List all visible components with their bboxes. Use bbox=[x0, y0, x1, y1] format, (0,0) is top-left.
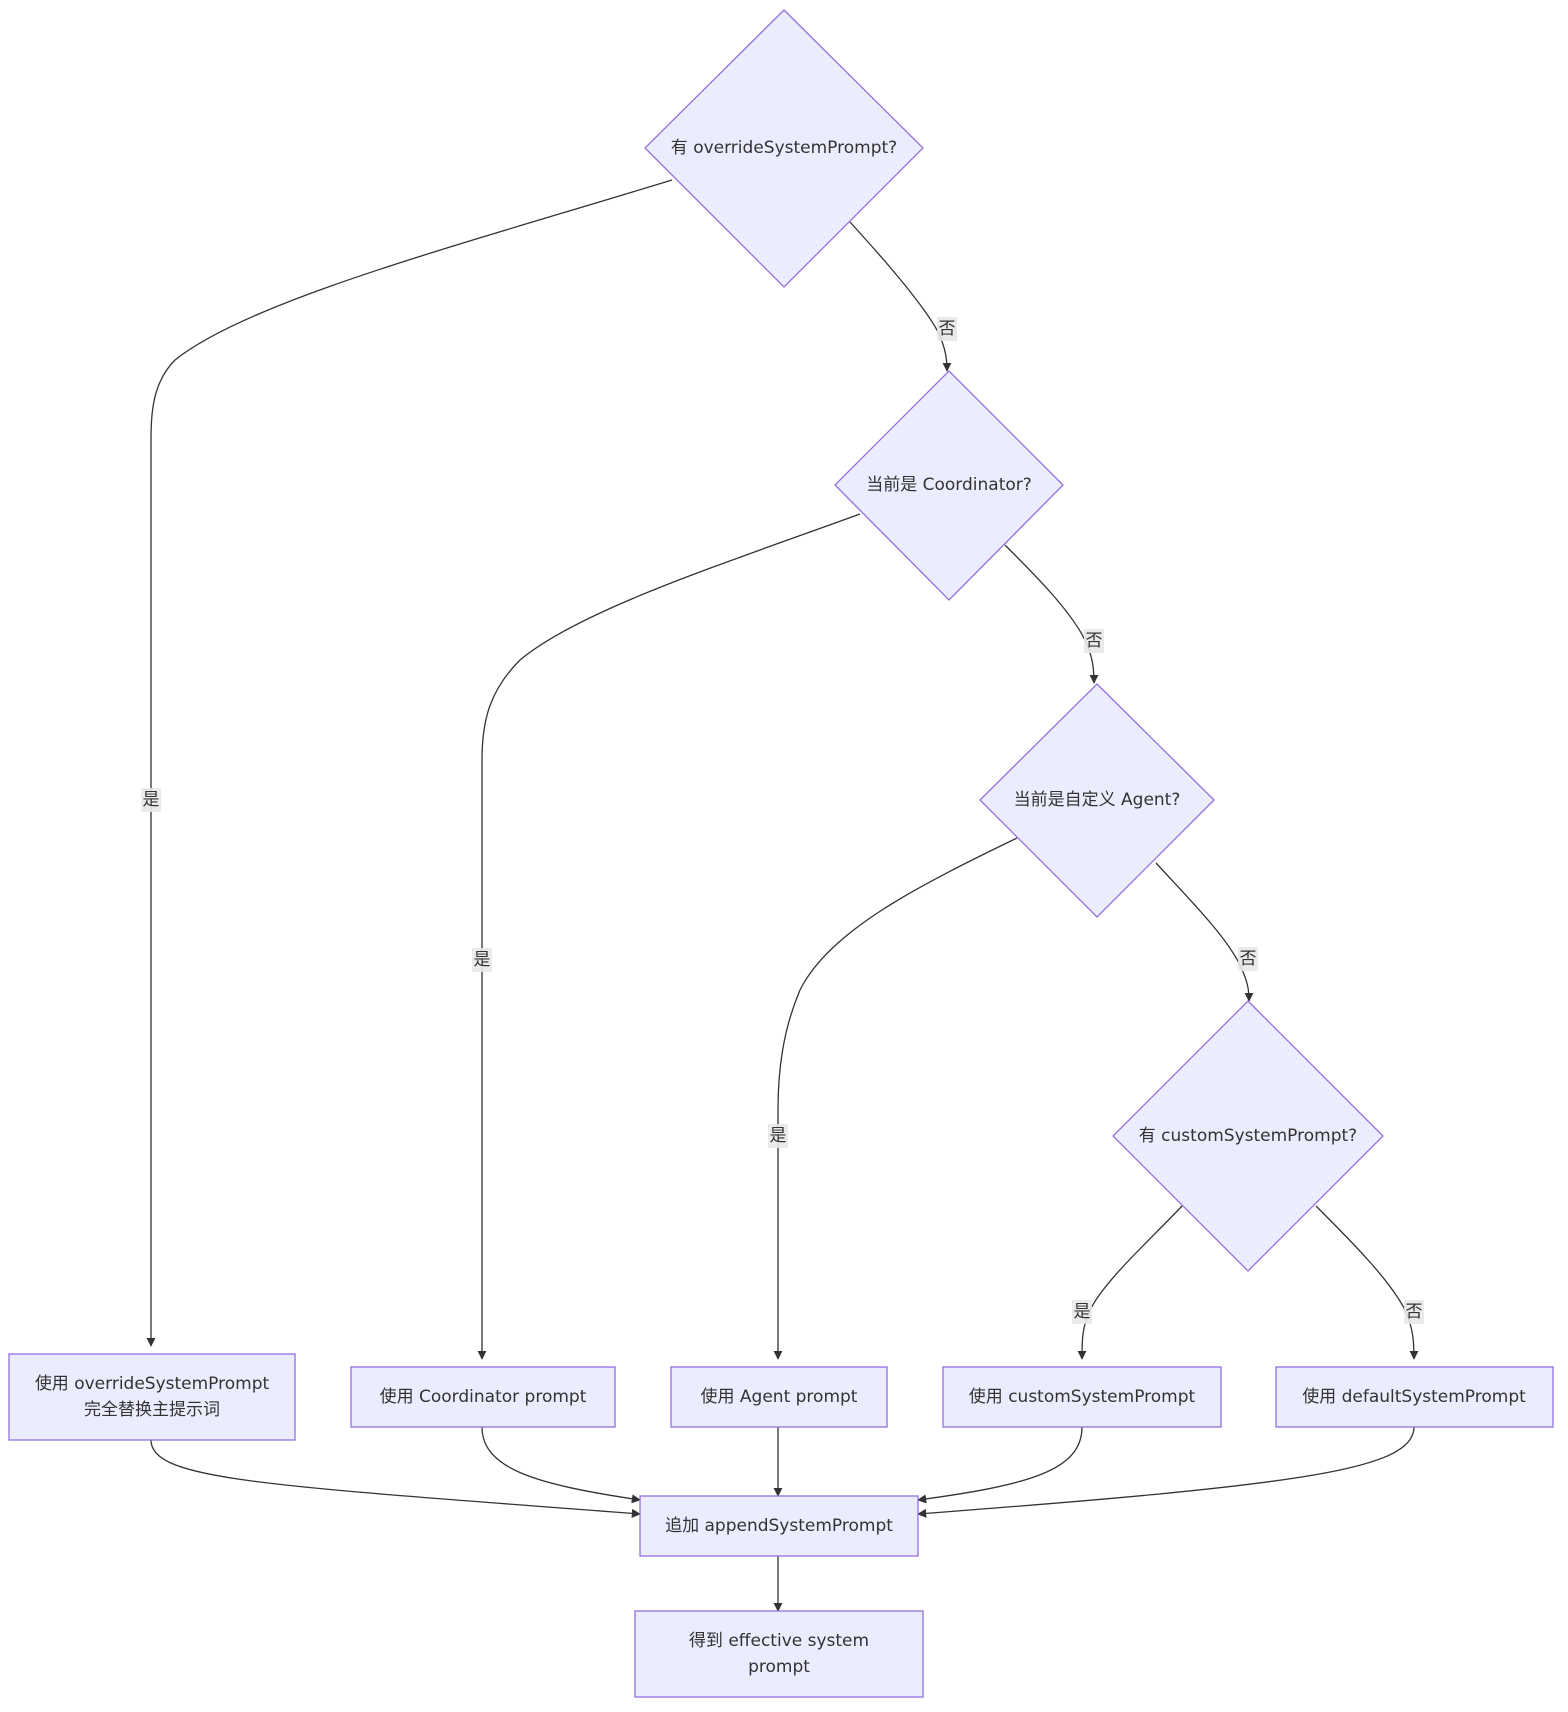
edge-coordinator-no bbox=[1004, 544, 1099, 684]
edge-label-custom-agent-no: 否 bbox=[1238, 947, 1258, 971]
process-node-agent: 使用 Agent prompt bbox=[670, 1366, 888, 1428]
edge-override-yes bbox=[146, 179, 673, 1347]
decision-label-custom-agent: 当前是自定义 Agent? bbox=[1014, 790, 1181, 810]
edge-custom-prompt-yes bbox=[1077, 1205, 1183, 1360]
edge-label-custom-agent-yes: 是 bbox=[768, 1124, 788, 1148]
decision-label-custom-prompt: 有 customSystemPrompt? bbox=[1139, 1126, 1357, 1146]
svg-text:否: 否 bbox=[939, 319, 956, 339]
svg-text:是: 是 bbox=[1074, 1302, 1091, 1322]
edge-label-custom-prompt-no: 否 bbox=[1404, 1300, 1424, 1324]
svg-text:是: 是 bbox=[474, 950, 491, 970]
decision-node-custom-agent: 当前是自定义 Agent? bbox=[979, 683, 1215, 918]
decision-node-override: 有 overrideSystemPrompt? bbox=[644, 9, 924, 288]
svg-text:否: 否 bbox=[1086, 631, 1103, 651]
process-node-append: 追加 appendSystemPrompt bbox=[639, 1495, 919, 1557]
decision-node-coordinator: 当前是 Coordinator? bbox=[834, 370, 1064, 601]
process-label-coordinator: 使用 Coordinator prompt bbox=[380, 1386, 587, 1407]
edge-label-coordinator-no: 否 bbox=[1084, 629, 1104, 653]
process-node-default: 使用 defaultSystemPrompt bbox=[1275, 1366, 1554, 1428]
process-node-coordinator: 使用 Coordinator prompt bbox=[350, 1366, 616, 1428]
svg-text:是: 是 bbox=[770, 1126, 787, 1146]
process-label-override-line1: 使用 overrideSystemPrompt bbox=[35, 1373, 270, 1394]
edge-override-to-append bbox=[150, 1439, 641, 1518]
edge-override-no bbox=[849, 221, 952, 372]
edge-custom-agent-no bbox=[1155, 862, 1254, 1002]
decision-node-custom-prompt: 有 customSystemPrompt? bbox=[1112, 1000, 1384, 1272]
edge-custom-to-append bbox=[917, 1426, 1083, 1504]
edge-coordinator-to-append bbox=[481, 1426, 641, 1504]
process-label-override-line2: 完全替换主提示词 bbox=[84, 1400, 220, 1420]
decision-label-coordinator: 当前是 Coordinator? bbox=[866, 475, 1032, 495]
process-label-custom: 使用 customSystemPrompt bbox=[969, 1386, 1196, 1407]
process-node-custom: 使用 customSystemPrompt bbox=[942, 1366, 1222, 1428]
edge-labels: 是 否 是 否 是 否 是 否 bbox=[141, 317, 1424, 1324]
process-node-override: 使用 overrideSystemPrompt 完全替换主提示词 bbox=[8, 1353, 296, 1441]
svg-text:否: 否 bbox=[1406, 1302, 1423, 1322]
svg-text:否: 否 bbox=[1240, 949, 1257, 969]
svg-text:是: 是 bbox=[143, 790, 160, 810]
edge-custom-agent-yes bbox=[773, 837, 1018, 1360]
edge-default-to-append bbox=[917, 1426, 1415, 1518]
edge-label-custom-prompt-yes: 是 bbox=[1072, 1300, 1092, 1324]
edge-label-override-yes: 是 bbox=[141, 788, 161, 812]
process-label-agent: 使用 Agent prompt bbox=[701, 1386, 858, 1407]
edges bbox=[146, 179, 1419, 1612]
process-label-result-line2: prompt bbox=[748, 1657, 810, 1677]
process-label-result-line1: 得到 effective system bbox=[689, 1631, 869, 1651]
process-node-result: 得到 effective system prompt bbox=[634, 1610, 924, 1698]
edge-custom-prompt-no bbox=[1315, 1205, 1419, 1360]
process-label-append: 追加 appendSystemPrompt bbox=[665, 1516, 893, 1536]
process-label-default: 使用 defaultSystemPrompt bbox=[1302, 1386, 1526, 1407]
edge-coordinator-yes bbox=[477, 513, 861, 1360]
edge-label-override-no: 否 bbox=[937, 317, 957, 341]
decision-label-override: 有 overrideSystemPrompt? bbox=[671, 138, 897, 158]
edge-label-coordinator-yes: 是 bbox=[472, 948, 492, 972]
